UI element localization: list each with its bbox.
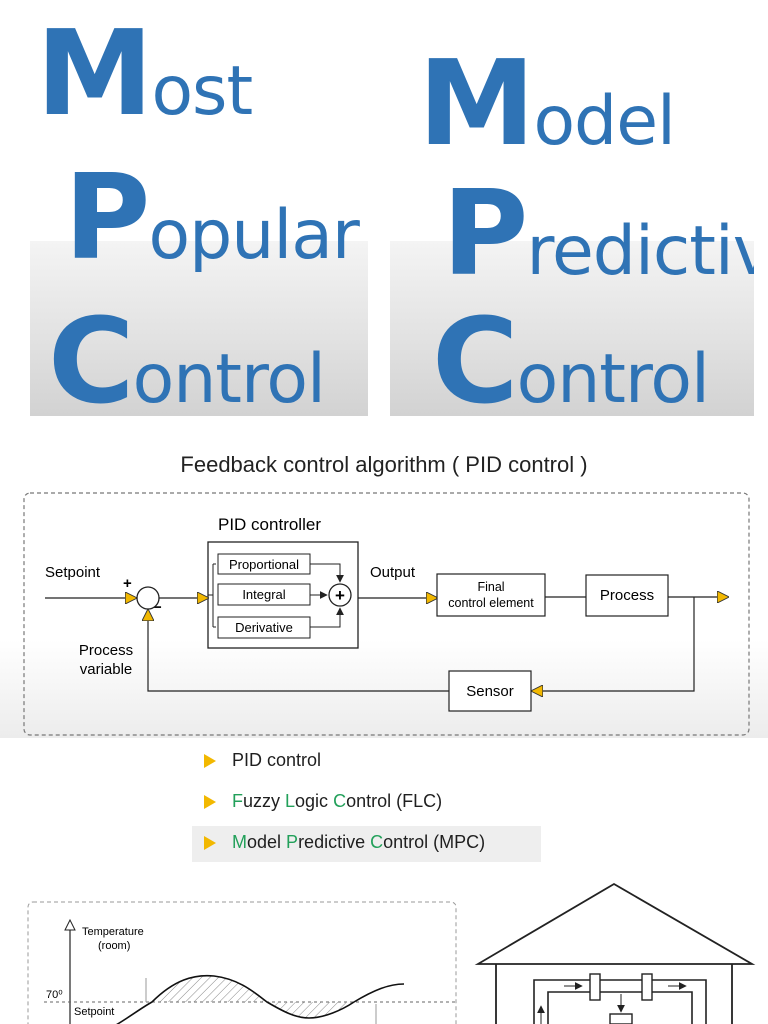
undershoot-area — [267, 1002, 354, 1018]
sum-junction — [328, 583, 352, 607]
list-highlight-row — [192, 826, 541, 862]
sensor-box — [448, 670, 532, 712]
plus-sign: + — [123, 575, 132, 592]
final-label-line2: control element — [448, 596, 534, 610]
heating-pipes — [533, 979, 707, 1024]
chart-frame — [27, 901, 457, 1024]
acronym-word-rest: opular — [148, 196, 359, 275]
acronym-initial: M — [36, 4, 153, 142]
method-label-part: odel — [247, 832, 287, 852]
process-variable-line1: Process — [79, 642, 133, 659]
acronym-initial: P — [64, 148, 150, 286]
d-to-sum — [310, 607, 344, 628]
error-junction — [136, 586, 160, 610]
acronym-panel-left: Most Popular Control — [30, 0, 368, 416]
acronym-word-rest: ontrol — [132, 340, 326, 416]
acronym-line-popular: Popular — [64, 158, 360, 276]
acronym-line-control: Control — [48, 302, 326, 416]
setpoint-label: Setpoint — [74, 1006, 114, 1018]
sum-symbol: + — [335, 586, 345, 605]
acronym-initial: C — [432, 292, 519, 416]
acronym-panel-right: Model Predictive Control — [390, 0, 754, 416]
level-label: 70⁰ — [46, 989, 63, 1001]
method-label-part: ontrol (FLC) — [346, 791, 443, 811]
acronym-line-control: Control — [432, 302, 710, 416]
initial-letter: F — [232, 791, 243, 811]
method-label-part: uzzy — [243, 791, 286, 811]
diagram-frame — [23, 492, 750, 736]
panel-gradient — [390, 241, 754, 416]
method-label-part: PID control — [232, 750, 322, 770]
initial-letter: M — [232, 832, 247, 852]
process-box — [585, 574, 669, 617]
temperature-curve — [116, 974, 405, 1024]
feedback-to-sensor — [532, 597, 695, 691]
acronym-word-rest: ost — [151, 52, 253, 131]
final-control-element-box — [436, 573, 546, 617]
integral-label: Integral — [242, 587, 285, 602]
output-label: Output — [370, 564, 416, 581]
y-axis-label-line1: Temperature — [82, 926, 144, 938]
initial-letter: C — [333, 791, 347, 811]
method-label: PID control — [232, 750, 321, 771]
pid-block-diagram: PID controller Proportional Integral Der… — [23, 492, 750, 736]
triangle-bullet-icon — [204, 753, 216, 768]
acronym-initial: P — [442, 164, 528, 302]
acronym-word-rest: redictive — [526, 212, 754, 291]
house-icon — [474, 882, 756, 1024]
pipe-fitting — [609, 1013, 633, 1024]
acronym-initial: M — [418, 34, 535, 172]
setpoint-label: Setpoint — [45, 564, 101, 581]
method-item-pid: PID control — [204, 750, 321, 771]
acronym-line-predictive: Predictive — [442, 174, 754, 292]
acronym-line-model: Model — [418, 44, 676, 162]
method-label: Model Predictive Control (MPC) — [232, 832, 485, 853]
method-label-part: ogic — [295, 791, 334, 811]
acronym-word-rest: odel — [533, 82, 675, 161]
method-item-flc: Fuzzy Logic Control (FLC) — [204, 791, 442, 812]
valve-left — [589, 973, 601, 1001]
diagram-title: Feedback control algorithm ( PID control… — [180, 452, 588, 477]
initial-letter: P — [286, 832, 299, 852]
final-label-line1: Final — [477, 580, 504, 594]
y-axis-arrow — [64, 918, 76, 931]
y-axis-label-line2: (room) — [98, 940, 130, 952]
proportional-label: Proportional — [229, 557, 299, 572]
sensor-to-junction — [148, 610, 449, 692]
sensor-label: Sensor — [466, 683, 514, 700]
temperature-chart: Temperature (room) 70⁰ Setpoint — [27, 901, 457, 1024]
p-to-sum — [310, 563, 344, 583]
method-item-mpc: Model Predictive Control (MPC) — [204, 832, 485, 853]
acronym-line-most: Most — [36, 14, 253, 132]
initial-letter: L — [285, 791, 296, 811]
triangle-bullet-icon — [204, 794, 216, 809]
method-label-part: ontrol (MPC) — [383, 832, 486, 852]
method-label: Fuzzy Logic Control (FLC) — [232, 791, 442, 812]
triangle-bullet-icon — [204, 835, 216, 850]
method-label-part: redictive — [298, 832, 371, 852]
acronym-word-rest: ontrol — [516, 340, 710, 416]
initial-letter: C — [370, 832, 384, 852]
acronym-initial: C — [48, 292, 135, 416]
process-label: Process — [600, 587, 654, 604]
valve-right — [641, 973, 653, 1001]
minus-sign: − — [153, 599, 162, 616]
house-roof — [474, 882, 756, 965]
diagram-shade — [0, 640, 768, 738]
process-variable-line2: variable — [80, 661, 133, 678]
pid-controller-label: PID controller — [218, 515, 321, 534]
derivative-label: Derivative — [235, 620, 293, 635]
panel-gradient — [30, 241, 368, 416]
split-to-pid — [208, 563, 216, 628]
